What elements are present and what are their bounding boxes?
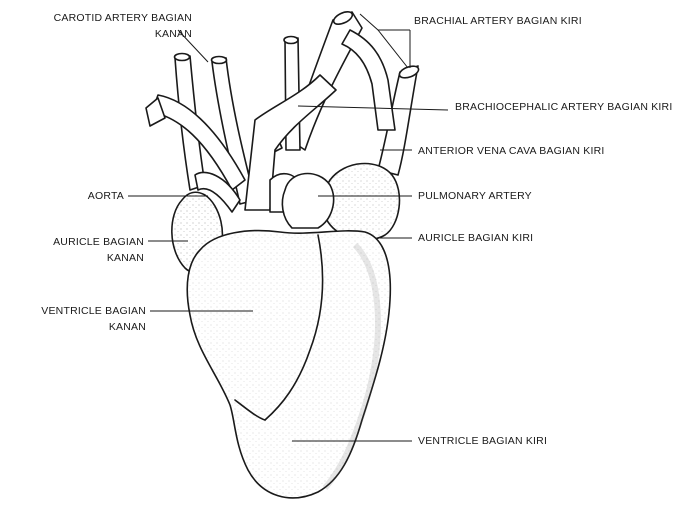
- label-aorta: AORTA: [60, 188, 124, 204]
- label-brachiocephalic-artery-left: BRACHIOCEPHALIC ARTERY BAGIAN KIRI: [455, 99, 672, 115]
- label-auricle-left: AURICLE BAGIAN KIRI: [418, 230, 533, 246]
- label-ventricle-right-line1: VENTRICLE BAGIAN: [4, 303, 146, 319]
- label-brachial-artery-left: BRACHIAL ARTERY BAGIAN KIRI: [414, 13, 582, 29]
- label-auricle-right-line2: KANAN: [20, 250, 144, 266]
- pulmonary-artery: [282, 174, 333, 228]
- label-ventricle-right: VENTRICLE BAGIAN KANAN: [4, 303, 146, 335]
- label-carotid-artery-right-line2: KANAN: [24, 26, 192, 42]
- label-ventricle-right-line2: KANAN: [4, 319, 146, 335]
- label-ventricle-left: VENTRICLE BAGIAN KIRI: [418, 433, 547, 449]
- label-auricle-right: AURICLE BAGIAN KANAN: [20, 234, 144, 266]
- label-pulmonary-artery: PULMONARY ARTERY: [418, 188, 532, 204]
- label-auricle-right-line1: AURICLE BAGIAN: [20, 234, 144, 250]
- label-carotid-artery-right: CAROTID ARTERY BAGIAN KANAN: [24, 10, 192, 42]
- label-carotid-artery-right-line1: CAROTID ARTERY BAGIAN: [24, 10, 192, 26]
- label-anterior-vena-cava-left: ANTERIOR VENA CAVA BAGIAN KIRI: [418, 143, 605, 159]
